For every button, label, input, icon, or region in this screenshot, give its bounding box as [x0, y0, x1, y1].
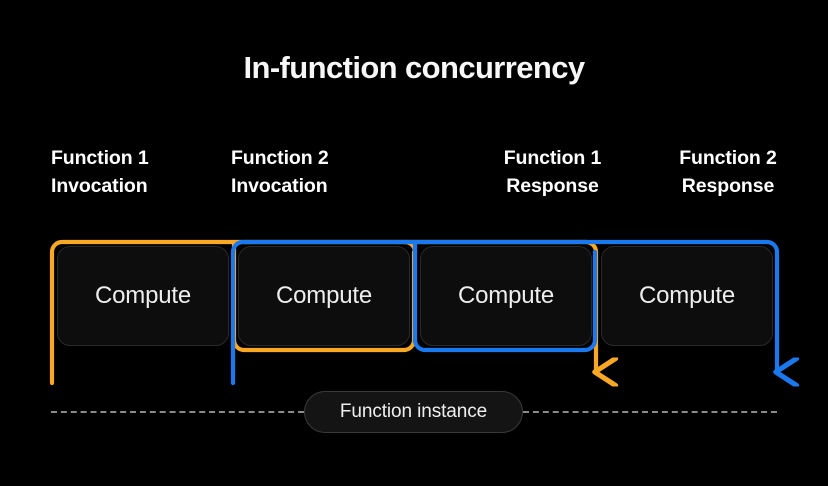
- label-function-2-response: Function 2 Response: [668, 144, 788, 200]
- instance-dashed-line-right: [523, 411, 777, 413]
- label-line-2: Response: [506, 175, 599, 197]
- function-instance-label: Function instance: [339, 401, 488, 422]
- compute-box-1: Compute: [57, 246, 229, 346]
- compute-box-label: Compute: [276, 282, 372, 309]
- page-title: In-function concurrency: [243, 50, 585, 85]
- compute-box-3: Compute: [420, 246, 592, 346]
- label-function-1-response: Function 1 Response: [490, 144, 615, 200]
- label-function-1-invocation: Function 1 Invocation: [51, 144, 149, 200]
- compute-box-4: Compute: [601, 246, 773, 346]
- function-instance-badge: Function instance: [304, 391, 523, 433]
- label-line-2: Invocation: [51, 175, 148, 197]
- label-line-2: Invocation: [231, 175, 328, 197]
- compute-box-2: Compute: [238, 246, 410, 346]
- instance-dashed-line-left: [51, 411, 304, 413]
- compute-box-label: Compute: [639, 282, 735, 309]
- label-line-1: Function 1: [503, 147, 602, 169]
- label-line-1: Function 1: [51, 147, 149, 169]
- compute-box-label: Compute: [95, 282, 191, 309]
- label-function-2-invocation: Function 2 Invocation: [231, 144, 329, 200]
- label-line-1: Function 2: [679, 147, 777, 169]
- label-line-1: Function 2: [231, 147, 329, 169]
- compute-box-label: Compute: [458, 282, 554, 309]
- label-line-2: Response: [681, 175, 775, 197]
